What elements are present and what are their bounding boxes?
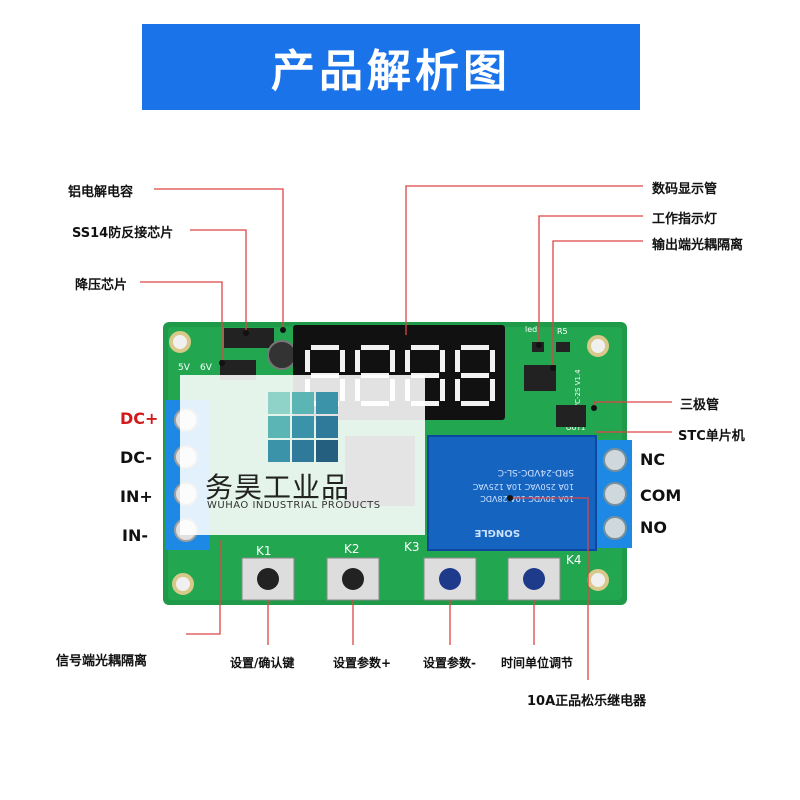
pcb-label-model: YYC-2S V1.4 bbox=[574, 369, 582, 413]
terminal-in-minus: IN- bbox=[122, 526, 148, 545]
terminal-dc-plus: DC+ bbox=[120, 409, 159, 428]
title-banner: 产品解析图 bbox=[142, 24, 640, 110]
terminal-no: NO bbox=[640, 518, 667, 537]
terminal-nc: NC bbox=[640, 450, 666, 469]
pcb-label-6v: 6V bbox=[200, 363, 213, 373]
watermark-brand-cn: 务昊工业品 bbox=[205, 471, 351, 504]
key4-label: K4 bbox=[566, 553, 582, 567]
transistor bbox=[556, 405, 586, 427]
ss14-chip bbox=[224, 328, 274, 348]
capacitor bbox=[267, 340, 297, 370]
buttons bbox=[241, 557, 561, 601]
label-output-opto: 输出端光耦隔离 bbox=[652, 238, 744, 253]
relay-brand: SONGLE bbox=[474, 527, 520, 538]
label-k1: 设置/确认键 bbox=[230, 656, 295, 670]
watermark-logo bbox=[268, 392, 338, 462]
terminal-com: COM bbox=[640, 486, 682, 505]
pcb-label-led: led bbox=[525, 325, 537, 334]
label-k2: 设置参数+ bbox=[333, 656, 392, 670]
label-display: 数码显示管 bbox=[652, 182, 718, 197]
pcb-label-out1: OUT1 bbox=[566, 424, 585, 432]
key2-label: K2 bbox=[344, 542, 360, 556]
label-k4: 时间单位调节 bbox=[501, 656, 574, 670]
label-k3: 设置参数- bbox=[423, 656, 476, 670]
relay-body bbox=[427, 435, 597, 551]
page-title: 产品解析图 bbox=[271, 46, 511, 97]
key3-label: K3 bbox=[404, 540, 420, 554]
label-relay: 10A正品松乐继电器 bbox=[527, 694, 647, 709]
relay-model: SRD-24VDC-SL-C bbox=[498, 467, 574, 477]
label-buck: 降压芯片 bbox=[75, 278, 128, 293]
terminal-in-plus: IN+ bbox=[120, 487, 153, 506]
watermark-brand-en: WUHAO INDUSTRIAL PRODUCTS bbox=[207, 500, 381, 511]
key1-label: K1 bbox=[256, 544, 272, 558]
label-ss14: SS14防反接芯片 bbox=[72, 226, 174, 241]
label-signal-opto: 信号端光耦隔离 bbox=[56, 654, 148, 669]
label-indicator: 工作指示灯 bbox=[652, 212, 718, 227]
pcb-label-r5: R5 bbox=[557, 327, 568, 336]
terminal-dc-minus: DC- bbox=[120, 448, 153, 467]
relay-rating-1: 10A 250VAC 10A 125VAC bbox=[472, 482, 574, 491]
label-mcu: STC单片机 bbox=[678, 429, 745, 444]
pcb-label-5v: 5V bbox=[178, 363, 191, 373]
mounting-holes bbox=[169, 331, 609, 595]
label-capacitor: 铝电解电容 bbox=[68, 185, 134, 200]
label-transistor: 三极管 bbox=[680, 398, 720, 413]
